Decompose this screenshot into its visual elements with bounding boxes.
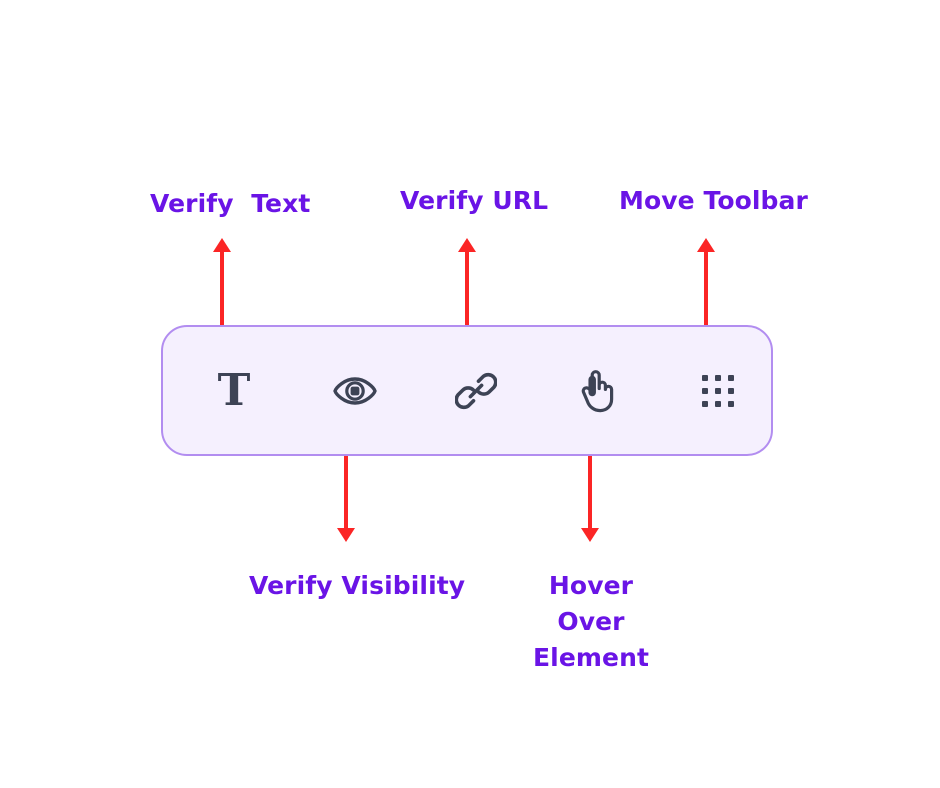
arrowhead-up-icon <box>697 238 715 252</box>
drag-grid-icon <box>702 374 734 407</box>
arrowhead-down-icon <box>581 528 599 542</box>
pointing-hand-icon <box>579 369 615 413</box>
annotation-arrow-verify-url <box>454 238 480 358</box>
annotation-label-verify-visibility: Verify Visibility <box>249 571 466 600</box>
link-chain-icon <box>455 370 497 412</box>
toolbar-button-verify-text[interactable]: T <box>200 357 268 425</box>
annotation-label-move-toolbar: Move Toolbar <box>619 186 808 215</box>
toolbar-button-move-toolbar[interactable] <box>684 357 752 425</box>
annotation-arrow-move-toolbar <box>693 238 719 358</box>
arrow-shaft <box>704 249 708 358</box>
annotation-arrow-hover-over-element <box>577 420 603 542</box>
arrowhead-up-icon <box>213 238 231 252</box>
toolbar-button-hover-element[interactable] <box>563 357 631 425</box>
arrow-shaft <box>220 249 224 360</box>
annotation-label-hover-over-element: Hover Over Element <box>532 571 650 672</box>
arrowhead-up-icon <box>458 238 476 252</box>
annotation-label-verify-text: Verify Text <box>150 189 311 218</box>
text-t-icon: T <box>217 364 251 416</box>
arrow-shaft <box>465 249 469 358</box>
arrowhead-down-icon <box>337 528 355 542</box>
eye-icon <box>333 375 377 407</box>
annotation-arrow-verify-text <box>209 238 235 360</box>
toolbar-button-verify-visibility[interactable] <box>321 357 389 425</box>
toolbar-button-verify-url[interactable] <box>442 357 510 425</box>
verification-toolbar[interactable]: T <box>161 325 773 456</box>
arrow-shaft <box>344 420 348 531</box>
annotation-label-verify-url: Verify URL <box>400 186 549 215</box>
annotation-arrow-verify-visibility <box>333 420 359 542</box>
arrow-shaft <box>588 420 592 531</box>
